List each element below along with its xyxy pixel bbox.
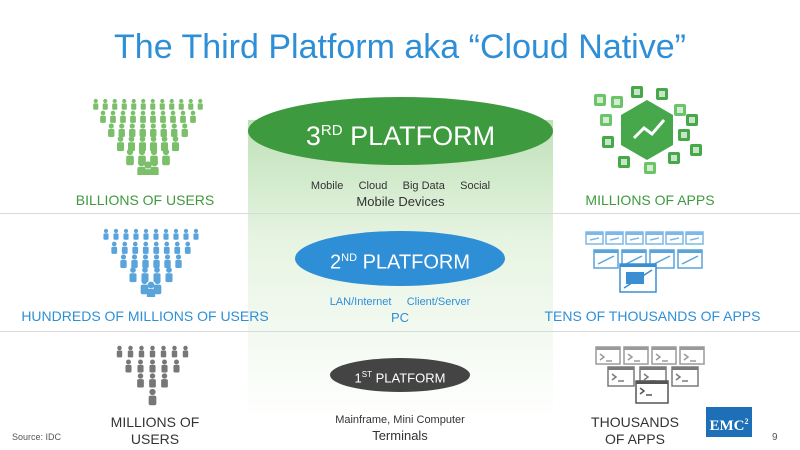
page-number: 9 — [772, 432, 778, 443]
apps-millions-icon — [594, 86, 702, 174]
item-cloud: Cloud — [358, 180, 388, 192]
platform2-devices: PC — [390, 310, 410, 325]
apps-label-millions: MILLIONS OF APPS — [585, 192, 715, 208]
platform3-sup: RD — [320, 122, 343, 139]
apps-tens-thousands-icon — [585, 231, 704, 293]
platform1-ellipse: 1ST PLATFORM — [330, 358, 470, 392]
platform3-devices: Mobile Devices — [356, 194, 445, 209]
crowd-billions-icon — [93, 98, 203, 175]
row-divider-top — [0, 213, 800, 214]
emc-logo-text: EMC — [709, 418, 745, 434]
emc-logo: EMC2 — [706, 407, 752, 437]
item-social: Social — [460, 180, 491, 192]
platform3-word: PLATFORM — [342, 121, 496, 151]
users-millions-line2: USERS — [130, 431, 180, 447]
platform2-word: PLATFORM — [357, 251, 470, 274]
platform1-items: Mainframe, Mini Computer — [335, 414, 465, 426]
crowd-millions-icon — [116, 345, 189, 406]
source-note: Source: IDC — [12, 432, 62, 442]
users-millions-line1: MILLIONS OF — [110, 414, 200, 430]
platform3-num: 3 — [305, 121, 321, 151]
apps-thousands-line2: OF APPS — [605, 431, 665, 447]
platform2-ellipse: 2ND PLATFORM — [295, 231, 505, 286]
users-label-hundreds-millions: HUNDREDS OF MILLIONS OF USERS — [21, 308, 269, 324]
platform1-num: 1 — [354, 370, 362, 386]
platform3-ellipse: 3RD PLATFORM — [248, 97, 553, 165]
platform1-sup: ST — [361, 370, 373, 379]
apps-thousands-icon — [595, 346, 705, 404]
platform2-num: 2 — [330, 251, 342, 274]
apps-label-thousands: THOUSANDS OF APPS — [570, 414, 700, 448]
platform2-items: LAN/Internet Client/Server — [270, 296, 530, 308]
apps-thousands-line1: THOUSANDS — [591, 414, 679, 430]
slide-title: The Third Platform aka “Cloud Native” — [114, 28, 686, 66]
item-lan-internet: LAN/Internet — [329, 296, 392, 308]
users-label-billions: BILLIONS OF USERS — [75, 192, 215, 208]
item-client-server: Client/Server — [406, 296, 471, 308]
item-mobile: Mobile — [310, 180, 344, 192]
crowd-hundreds-millions-icon — [103, 228, 199, 297]
emc-logo-sup: 2 — [744, 417, 749, 426]
platform3-items: Mobile Cloud Big Data Social — [248, 180, 553, 192]
users-label-millions: MILLIONS OF USERS — [80, 414, 230, 448]
platform2-sup: ND — [341, 252, 358, 264]
platform1-devices: Terminals — [372, 428, 428, 443]
apps-label-tens-thousands: TENS OF THOUSANDS OF APPS — [544, 308, 761, 324]
platform1-word: PLATFORM — [372, 370, 446, 386]
row-divider-bottom — [0, 331, 800, 332]
item-big-data: Big Data — [402, 180, 445, 192]
